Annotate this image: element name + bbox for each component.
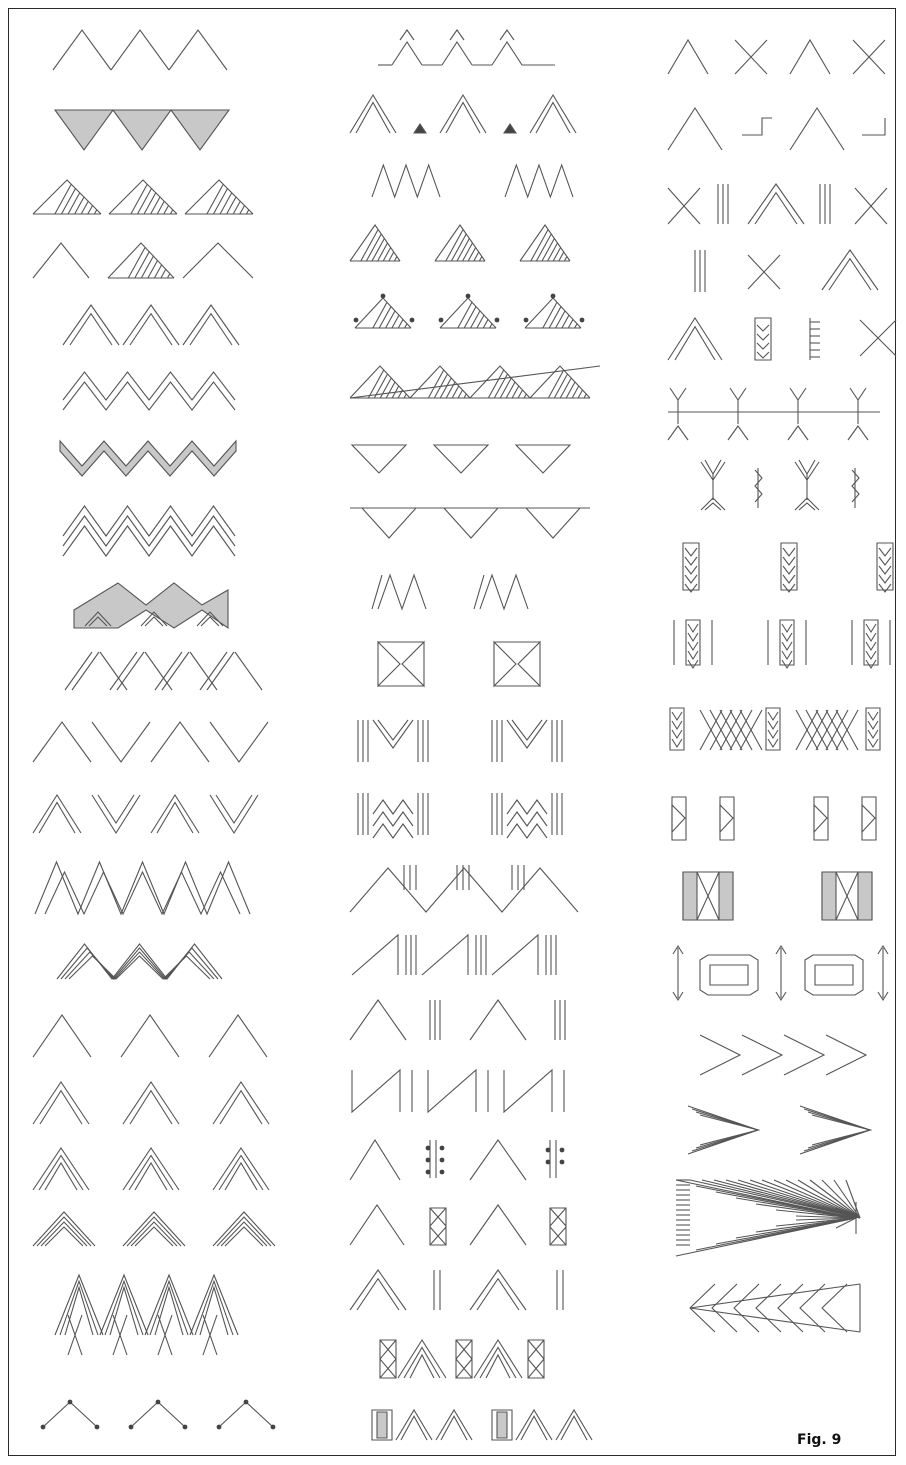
left-row-17 bbox=[33, 1148, 269, 1190]
left-row-05 bbox=[63, 305, 239, 345]
right-row-10 bbox=[670, 708, 880, 750]
right-row-04 bbox=[695, 250, 878, 292]
right-row-13 bbox=[673, 946, 888, 1000]
mid-row-06 bbox=[350, 366, 600, 398]
left-row-10 bbox=[65, 652, 262, 690]
mid-row-19 bbox=[350, 1270, 563, 1310]
figure-label: Fig. 9 bbox=[797, 1432, 841, 1448]
right-row-01 bbox=[668, 40, 885, 74]
left-row-11 bbox=[33, 722, 268, 762]
mid-row-02 bbox=[350, 95, 576, 133]
mid-row-16 bbox=[352, 1070, 564, 1112]
right-row-11 bbox=[672, 797, 876, 840]
left-row-13 bbox=[35, 862, 250, 914]
mid-row-04 bbox=[350, 225, 570, 261]
left-row-06 bbox=[63, 372, 235, 410]
mid-row-05 bbox=[354, 294, 585, 328]
mid-row-12 bbox=[358, 793, 562, 838]
right-row-16 bbox=[676, 1180, 860, 1256]
right-row-14 bbox=[700, 1035, 866, 1075]
right-row-06 bbox=[668, 388, 880, 440]
right-row-17 bbox=[690, 1284, 860, 1332]
right-row-05 bbox=[668, 318, 896, 360]
mid-row-18 bbox=[350, 1205, 566, 1245]
left-row-03 bbox=[33, 180, 253, 214]
mid-row-13 bbox=[350, 865, 578, 912]
mid-row-01 bbox=[378, 30, 555, 65]
left-row-08 bbox=[63, 506, 235, 556]
mid-row-10 bbox=[378, 642, 540, 686]
left-row-16 bbox=[33, 1082, 269, 1124]
left-row-02 bbox=[55, 110, 229, 150]
left-row-19 bbox=[55, 1275, 238, 1355]
right-row-09 bbox=[674, 620, 890, 668]
mid-row-15 bbox=[350, 1000, 565, 1040]
mid-row-07 bbox=[352, 445, 570, 473]
mid-row-09 bbox=[372, 575, 528, 609]
left-row-01 bbox=[53, 30, 227, 70]
right-row-02 bbox=[668, 108, 885, 150]
right-row-12 bbox=[683, 872, 872, 920]
left-row-09 bbox=[74, 583, 228, 628]
left-row-07 bbox=[60, 441, 236, 476]
left-row-12 bbox=[33, 795, 258, 833]
left-row-15 bbox=[33, 1015, 267, 1057]
left-row-18 bbox=[33, 1212, 275, 1246]
right-row-15 bbox=[688, 1106, 870, 1154]
mid-row-03 bbox=[372, 165, 573, 197]
right-row-07 bbox=[701, 460, 859, 510]
mid-row-20 bbox=[380, 1340, 544, 1378]
mid-row-11 bbox=[358, 720, 562, 762]
left-row-20 bbox=[41, 1400, 276, 1430]
mid-row-17 bbox=[350, 1140, 564, 1180]
mid-row-08 bbox=[350, 508, 590, 538]
mid-row-14 bbox=[352, 935, 556, 975]
left-row-14 bbox=[57, 944, 222, 979]
left-row-04 bbox=[33, 243, 253, 278]
mid-row-21 bbox=[372, 1410, 592, 1440]
right-row-08 bbox=[683, 543, 893, 592]
right-row-03 bbox=[668, 184, 887, 224]
